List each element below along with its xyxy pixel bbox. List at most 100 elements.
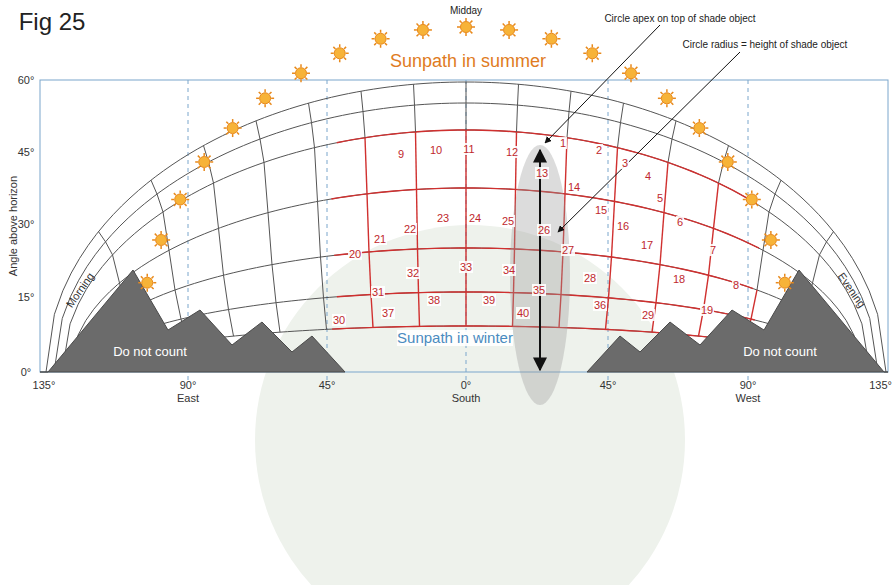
cell-number: 9 — [397, 148, 405, 160]
cell-divider — [820, 242, 827, 255]
cell-divider — [315, 148, 318, 202]
cell-divider — [318, 201, 321, 257]
cell-divider — [612, 201, 615, 257]
sun-icon — [224, 119, 242, 137]
height-arrow — [539, 150, 541, 370]
cell-number: 26 — [537, 224, 551, 236]
cell-divider — [415, 105, 416, 132]
cell-divider — [175, 290, 181, 319]
sun-icon — [414, 21, 432, 39]
cell-number: 4 — [644, 170, 652, 182]
sun-icon — [195, 153, 213, 171]
cell-number: 2 — [595, 144, 603, 156]
cell-number: 31 — [371, 286, 385, 298]
cell-number: 15 — [594, 204, 608, 216]
cell-divider — [567, 112, 569, 138]
axis-label: South — [452, 392, 481, 404]
cell-divider — [214, 183, 219, 228]
cell-divider — [672, 121, 676, 139]
axis-label: 90° — [180, 379, 197, 391]
axis-label: 45° — [18, 146, 35, 158]
cell-divider — [371, 295, 373, 328]
cell-divider — [465, 292, 466, 326]
cell-number: 13 — [535, 167, 549, 179]
sun-icon — [690, 119, 708, 137]
cell-divider — [621, 103, 624, 122]
axis-label: Angle above horizon — [7, 176, 19, 276]
axis-label: 15° — [18, 291, 35, 303]
diagram-label: Do not count — [743, 345, 817, 359]
cell-divider — [272, 265, 276, 303]
sun-icon — [500, 21, 518, 39]
cell-divider — [219, 228, 224, 275]
cell-divider — [106, 242, 113, 255]
cell-number: 33 — [459, 261, 473, 273]
cell-divider — [569, 91, 571, 111]
cell-number: 28 — [583, 272, 597, 284]
sun-icon — [152, 231, 170, 249]
sun-icons — [138, 18, 794, 292]
cell-divider — [775, 180, 781, 194]
axis-label: East — [177, 392, 199, 404]
cell-divider — [660, 213, 664, 265]
cell-divider — [309, 103, 312, 122]
cell-divider — [518, 84, 519, 105]
cell-number: 7 — [709, 244, 717, 256]
sun-icon — [457, 18, 475, 36]
diagram-label: Sunpath in summer — [390, 52, 546, 72]
axis-label: 135° — [869, 379, 892, 391]
cell-divider — [363, 112, 365, 138]
axis-label: 0° — [461, 379, 472, 391]
sun-icon — [292, 64, 310, 82]
axis-label: Evening — [836, 270, 869, 310]
sun-icon — [542, 30, 560, 48]
sun-icon — [331, 44, 349, 62]
diagram-label: Do not count — [113, 345, 187, 359]
cell-number: 24 — [468, 212, 482, 224]
shade-circle — [255, 225, 685, 585]
cell-number: 5 — [656, 192, 664, 204]
cell-divider — [668, 139, 672, 162]
cell-divider — [417, 189, 418, 249]
cell-number: 23 — [436, 212, 450, 224]
cell-number: 11 — [462, 143, 475, 155]
cell-divider — [465, 188, 466, 248]
cell-number: 39 — [482, 294, 496, 306]
cell-divider — [664, 162, 668, 212]
axis-label: 60° — [18, 74, 35, 86]
sun-icon — [658, 89, 676, 107]
cell-divider — [224, 275, 229, 309]
cell-divider — [260, 139, 264, 162]
axis-label: 45° — [600, 379, 617, 391]
cell-divider — [656, 265, 660, 303]
cell-divider — [466, 82, 467, 103]
cell-divider — [618, 123, 621, 148]
cell-number: 34 — [502, 264, 516, 276]
cell-divider — [276, 303, 280, 332]
axis-label: 135° — [33, 379, 56, 391]
cell-divider — [324, 298, 327, 330]
cell-number: 17 — [640, 239, 654, 251]
cell-number: 8 — [732, 279, 740, 291]
cell-divider — [609, 257, 612, 298]
leader-line — [558, 52, 740, 232]
cell-divider — [751, 290, 757, 319]
cell-number: 36 — [593, 299, 607, 311]
cell-divider — [466, 103, 467, 130]
sun-icon — [719, 153, 737, 171]
sun-icon — [743, 191, 761, 209]
cell-number: 20 — [348, 248, 362, 260]
cell-divider — [365, 138, 367, 194]
cell-divider — [361, 91, 363, 111]
sun-icon — [171, 191, 189, 209]
cell-divider — [757, 250, 763, 290]
cell-divider — [151, 180, 157, 194]
axis-label: Morning — [64, 270, 97, 309]
cell-number: 19 — [700, 304, 714, 316]
cell-number: 3 — [621, 157, 629, 169]
diagram-label: Circle apex on top of shade object — [604, 13, 755, 24]
sun-icon — [762, 231, 780, 249]
cell-number: 25 — [501, 215, 515, 227]
cell-divider — [113, 255, 120, 283]
